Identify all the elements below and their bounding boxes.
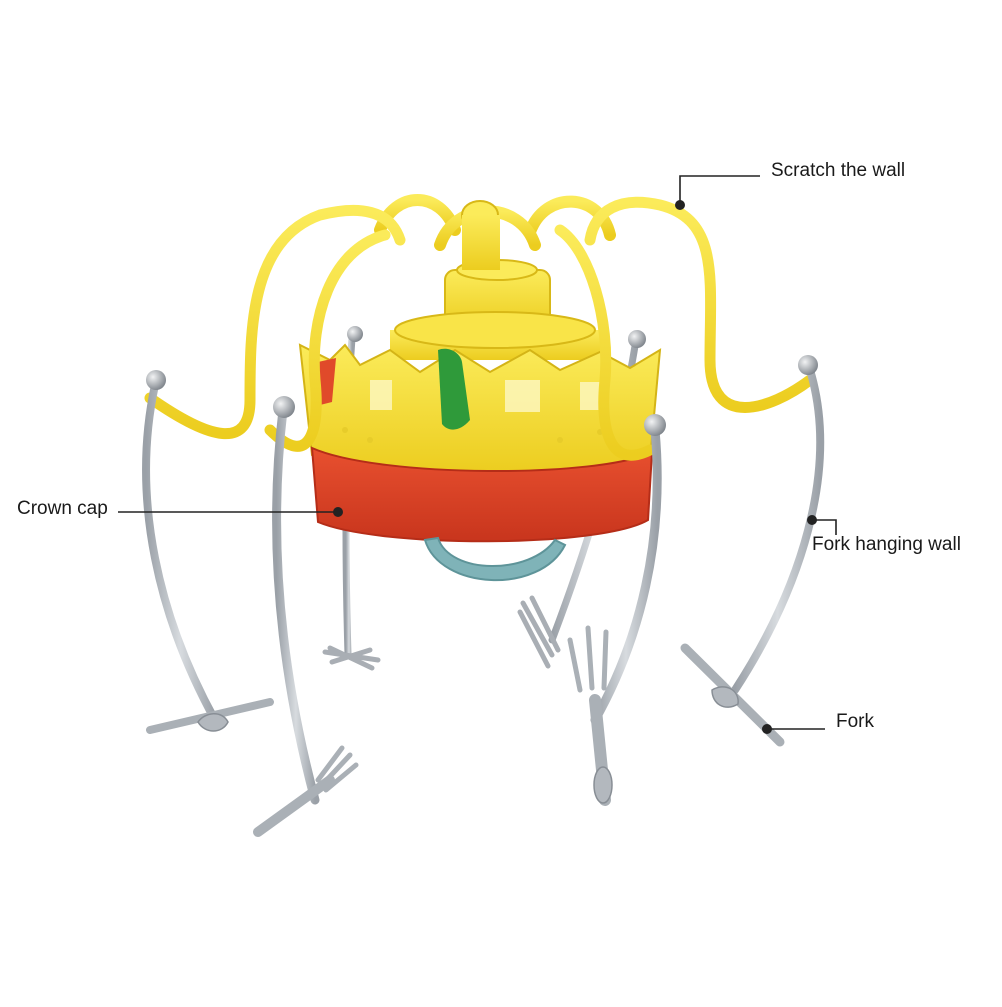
fork-right [567,625,613,806]
fork-left [253,745,359,837]
chin-strap [423,536,567,582]
callout-scratch-the-wall [675,175,760,210]
fork-wall-left [272,396,320,805]
fork-wall-far-right [731,355,825,694]
red-jewel [318,358,336,405]
fork-far-left [146,698,274,734]
yellow-arms-front [144,196,816,461]
crown-body [298,343,662,474]
label-fork-hanging-wall: Fork hanging wall [812,534,961,555]
crown-top [390,200,600,360]
callout-fork-hanging-wall [807,515,837,535]
label-fork: Fork [836,711,874,732]
callout-crown-cap [118,507,343,517]
callout-fork [762,724,825,734]
label-scratch-the-wall: Scratch the wall [771,160,906,181]
green-jewel [438,348,470,430]
fork-wall-right [590,414,666,725]
label-crown-cap: Crown cap [17,498,108,519]
crown-cap-band [310,446,654,543]
fork-wall-far-left [142,370,219,724]
